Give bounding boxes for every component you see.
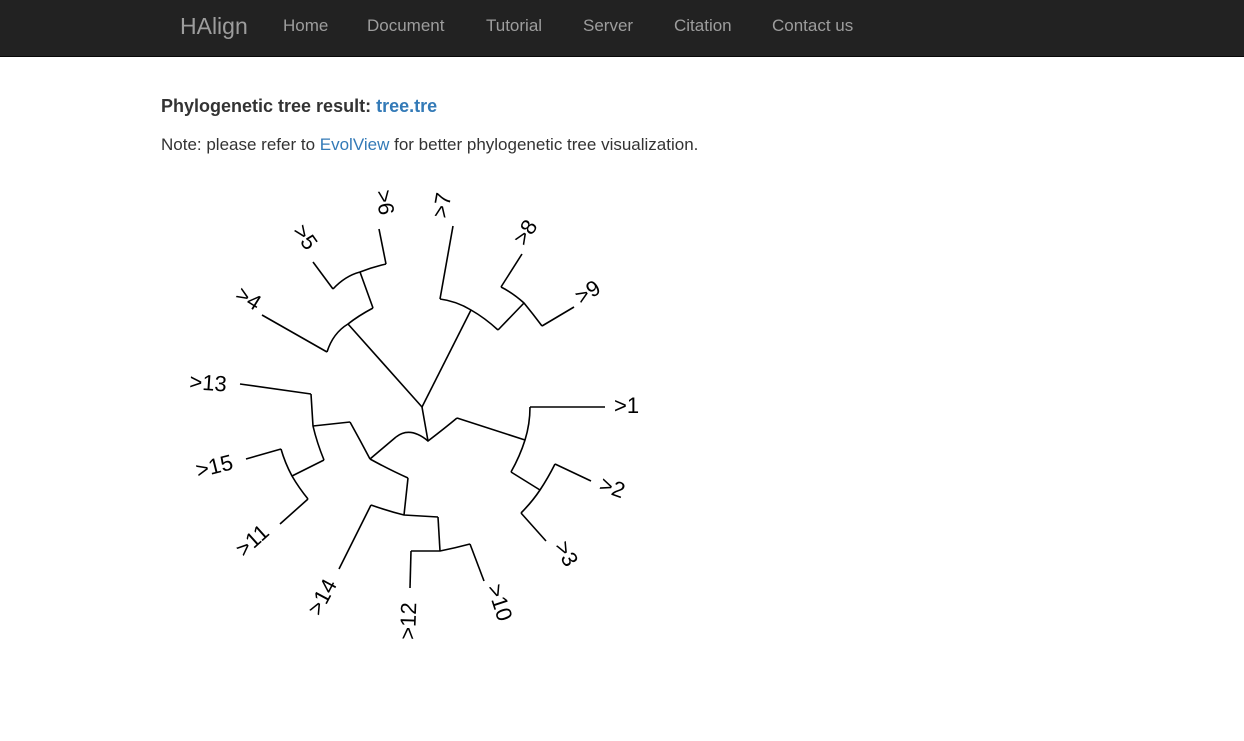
tree-branch (403, 477, 409, 516)
nav-citation[interactable]: Citation (674, 16, 732, 35)
top-navbar: HAlign Home Document Tutorial Server Cit… (0, 0, 1244, 57)
nav-document[interactable]: Document (367, 16, 445, 35)
tree-branch (378, 228, 387, 265)
leaf-label-14: >14 (302, 575, 342, 620)
tree-branch (312, 421, 351, 427)
tree-file-link[interactable]: tree.tre (376, 96, 438, 116)
note-text: Note: please refer to EvolView for bette… (161, 134, 698, 155)
tree-branch (421, 309, 472, 408)
tree-branch (312, 261, 334, 290)
tree-branch (510, 471, 541, 491)
tree-branch (279, 498, 309, 525)
tree-branch (500, 253, 523, 288)
tree-branch (421, 406, 429, 442)
tree-branch (510, 406, 531, 473)
tree-branch (359, 271, 374, 309)
leaf-label-6: >6 (371, 188, 399, 216)
tree-branch (239, 383, 312, 395)
tree-branch (291, 459, 325, 477)
tree-branch (520, 463, 556, 514)
leaf-label-4: >4 (231, 281, 266, 315)
tree-branch (326, 307, 374, 353)
tree-branch (369, 436, 397, 460)
tree-branch (409, 550, 412, 589)
leaf-label-1: >1 (614, 393, 639, 418)
tree-branch (261, 314, 328, 353)
leaf-label-2: >2 (596, 471, 628, 503)
leaf-label-9: >9 (570, 275, 605, 309)
tree-branch (395, 417, 458, 443)
leaf-label-15: >15 (193, 450, 235, 483)
note-prefix: Note: please refer to (161, 135, 320, 154)
evolview-link[interactable]: EvolView (319, 135, 390, 154)
nav-tutorial[interactable]: Tutorial (486, 16, 543, 35)
tree-branch (439, 225, 454, 300)
tree-branch (520, 512, 547, 542)
tree-branch (347, 323, 423, 408)
leaf-label-12: >12 (395, 602, 421, 640)
leaf-label-11: >11 (231, 519, 274, 561)
tree-branch (497, 302, 525, 331)
tree-branch (332, 263, 387, 290)
tree-branch (500, 286, 543, 327)
tree-branch (437, 516, 441, 552)
tree-branch (338, 504, 372, 570)
leaf-label-3: >3 (550, 537, 584, 571)
result-heading: Phylogenetic tree result: tree.tre (161, 95, 437, 117)
leaf-label-13: >13 (189, 369, 228, 397)
brand-link[interactable]: HAlign (180, 13, 248, 39)
leaf-label-7: >7 (427, 191, 456, 220)
tree-branch (245, 448, 282, 460)
tree-branch (411, 543, 471, 552)
tree-branch (310, 393, 325, 461)
nav-contact-us[interactable]: Contact us (772, 16, 854, 35)
leaf-label-8: >8 (508, 215, 542, 250)
tree-branch (456, 417, 526, 441)
leaf-label-5: >5 (288, 220, 323, 255)
tree-branch (280, 448, 309, 500)
result-heading-label: Phylogenetic tree result: (161, 96, 372, 116)
tree-branch (469, 543, 485, 582)
nav-server[interactable]: Server (583, 16, 634, 35)
note-suffix: for better phylogenetic tree visualizati… (389, 135, 699, 154)
leaf-label-10: >10 (482, 581, 517, 624)
nav-home[interactable]: Home (283, 16, 329, 35)
tree-branch (554, 463, 592, 482)
tree-branch (439, 298, 499, 331)
tree-branch (370, 504, 439, 518)
tree-branch (541, 306, 575, 327)
tree-branch (349, 421, 371, 460)
tree-branch (369, 458, 409, 479)
